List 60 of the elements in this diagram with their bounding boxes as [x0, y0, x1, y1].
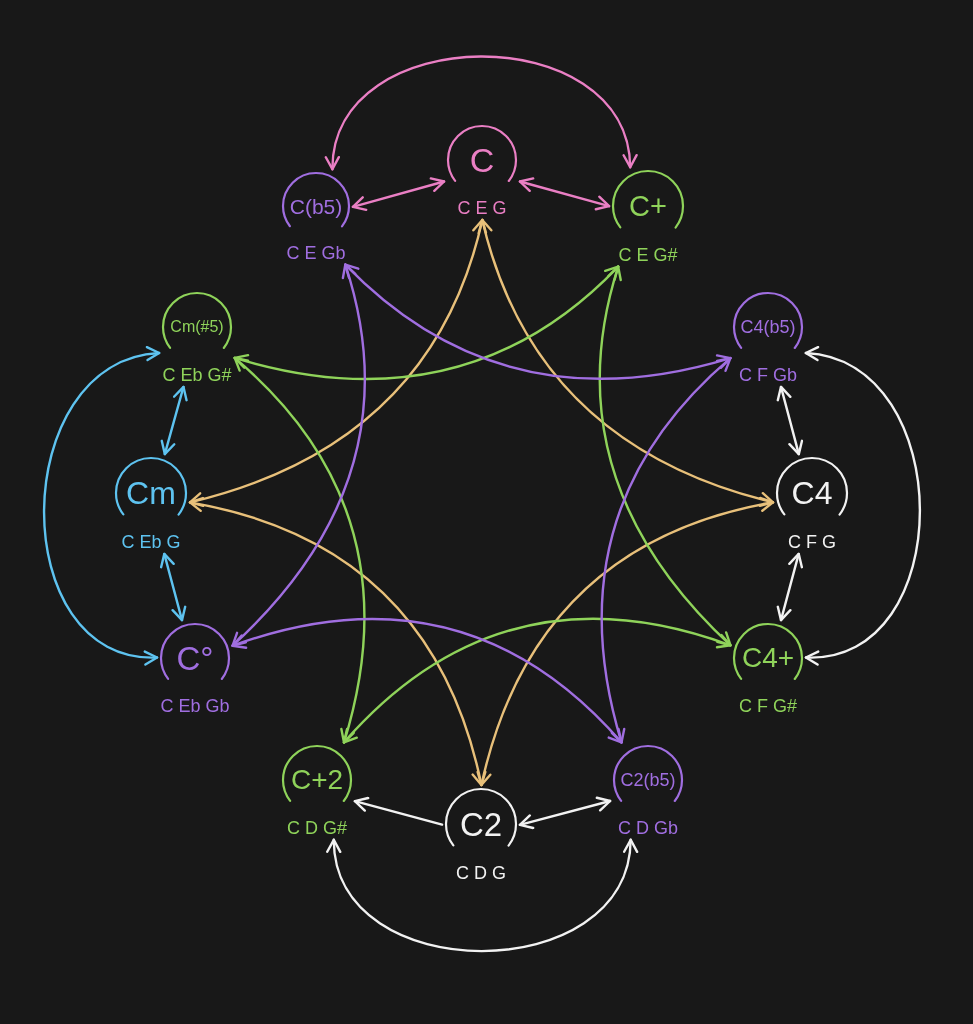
arrow	[231, 617, 623, 744]
arrow	[776, 552, 804, 622]
chord-notes: C E G	[457, 199, 507, 217]
chord-name: C°	[176, 641, 214, 675]
chord-node	[447, 125, 517, 217]
arrow	[344, 263, 732, 380]
chord-name: C(b5)	[289, 195, 343, 217]
chord-node	[162, 292, 232, 384]
arrow	[804, 348, 922, 664]
chord-name: C+2	[290, 766, 344, 794]
arrow	[159, 552, 187, 622]
chord-name: Cm(#5)	[170, 319, 224, 335]
arrow	[160, 385, 188, 456]
arrow	[351, 177, 446, 212]
chord-notes: C F G	[788, 533, 836, 551]
arrow	[328, 838, 637, 953]
chord-notes: C F G#	[739, 697, 797, 715]
arrow	[231, 263, 366, 647]
chord-name: C2	[459, 807, 503, 841]
chord-notes: C D G#	[287, 819, 347, 837]
chord-notes: C Eb Gb	[160, 697, 230, 715]
chord-notes: C D G	[456, 864, 506, 882]
chord-node	[733, 292, 803, 384]
arrow	[342, 617, 732, 744]
chord-name: C4	[791, 477, 833, 509]
arrow	[478, 218, 775, 507]
chord-node	[282, 745, 352, 837]
chord-node	[733, 623, 803, 715]
arrow	[518, 177, 611, 211]
chord-name: C+	[629, 191, 667, 221]
chord-name: C	[469, 143, 495, 177]
arrow	[233, 265, 620, 380]
arrow	[598, 265, 732, 647]
chord-node	[445, 788, 517, 882]
chord-node	[282, 172, 350, 262]
chord-node	[612, 170, 684, 264]
arrow	[518, 796, 612, 830]
chord-notes: C E G#	[618, 246, 678, 264]
chord-notes: C Eb G#	[162, 366, 232, 384]
arrow	[188, 218, 487, 507]
chord-notes: C D Gb	[618, 819, 678, 837]
arrow	[326, 55, 636, 171]
chord-notes: C F Gb	[739, 366, 797, 384]
arrow	[776, 385, 804, 456]
chord-name: C4(b5)	[740, 318, 796, 336]
chord-notes: C E Gb	[286, 244, 346, 262]
chord-node	[115, 457, 187, 551]
chord-name: C4+	[741, 644, 795, 672]
arrow	[476, 497, 775, 787]
chord-notes: C Eb G	[121, 533, 181, 551]
chord-node	[160, 623, 230, 715]
chord-name: C2(b5)	[620, 771, 676, 789]
arrow	[188, 497, 487, 787]
arrow	[353, 796, 444, 826]
arrow	[600, 356, 732, 744]
chord-node	[613, 745, 683, 837]
arrow	[42, 348, 161, 664]
chord-name: Cm	[126, 477, 176, 509]
arrow	[233, 356, 366, 744]
chord-node	[776, 457, 848, 551]
